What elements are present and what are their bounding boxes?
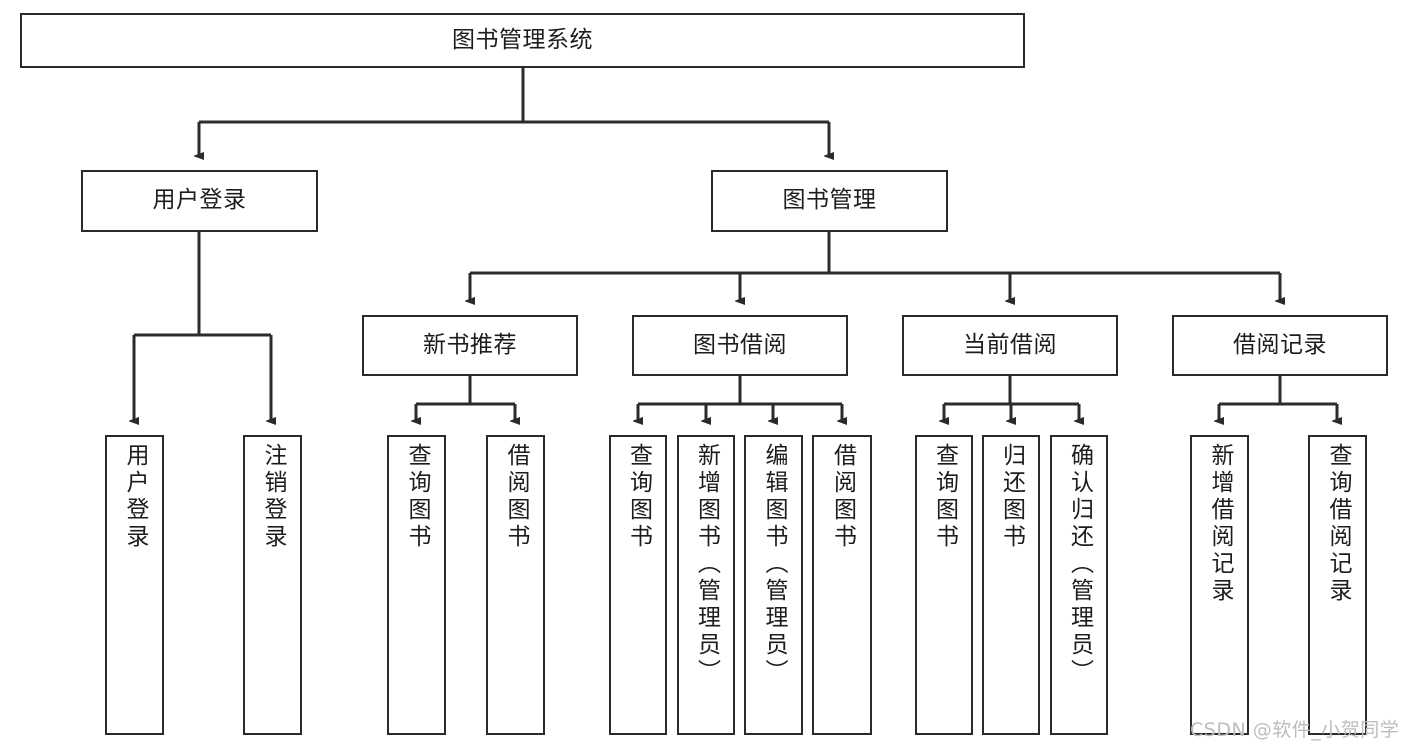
leaf-node-leaf-query-book-1[interactable]: 查询图书	[387, 435, 446, 735]
node-label: 查询图书	[404, 443, 430, 551]
root-node-root[interactable]: 图书管理系统	[20, 13, 1025, 68]
leaf-node-leaf-add-book-admin[interactable]: 新增图书（管理员）	[677, 435, 735, 735]
leaf-node-leaf-user-logout[interactable]: 注销登录	[243, 435, 302, 735]
leaf-node-leaf-confirm-return-admin[interactable]: 确认归还（管理员）	[1050, 435, 1108, 735]
node-label: 当前借阅	[963, 331, 1057, 358]
node-label: 新增借阅记录	[1207, 443, 1233, 605]
node-label: 图书管理	[782, 187, 877, 214]
leaf-node-leaf-edit-book-admin[interactable]: 编辑图书（管理员）	[744, 435, 803, 735]
node-label: 归还图书	[998, 443, 1025, 551]
node-label: 查询借阅记录	[1325, 443, 1351, 605]
leaf-node-leaf-add-borrow-record[interactable]: 新增借阅记录	[1190, 435, 1249, 735]
node-label: 查询图书	[625, 443, 652, 551]
leaf-node-leaf-query-borrow-record[interactable]: 查询借阅记录	[1308, 435, 1367, 735]
level3-node-new-book-recommend[interactable]: 新书推荐	[362, 315, 578, 376]
node-label: 借阅图书	[829, 443, 856, 551]
csdn-watermark: CSDN @软件_小贺同学	[1190, 719, 1400, 741]
level2-node-user-login[interactable]: 用户登录	[81, 170, 318, 232]
level3-node-book-borrow[interactable]: 图书借阅	[632, 315, 848, 376]
leaf-node-leaf-query-book-2[interactable]: 查询图书	[609, 435, 667, 735]
level2-node-book-manage[interactable]: 图书管理	[711, 170, 948, 232]
leaf-node-leaf-return-book[interactable]: 归还图书	[982, 435, 1040, 735]
leaf-node-leaf-user-login[interactable]: 用户登录	[105, 435, 164, 735]
leaf-node-leaf-borrow-book-1[interactable]: 借阅图书	[486, 435, 545, 735]
node-label: 图书管理系统	[452, 26, 593, 53]
node-label: 图书借阅	[693, 331, 787, 358]
node-label: 新书推荐	[423, 331, 517, 358]
node-label: 确认归还（管理员）	[1066, 443, 1093, 686]
leaf-node-leaf-query-book-3[interactable]: 查询图书	[915, 435, 973, 735]
node-label: 借阅记录	[1233, 331, 1327, 358]
node-label: 查询图书	[931, 443, 958, 551]
node-label: 编辑图书（管理员）	[761, 443, 787, 686]
node-label: 用户登录	[152, 187, 247, 214]
node-label: 借阅图书	[503, 443, 529, 551]
level3-node-current-borrow[interactable]: 当前借阅	[902, 315, 1118, 376]
leaf-node-leaf-borrow-book-2[interactable]: 借阅图书	[812, 435, 872, 735]
node-label: 新增图书（管理员）	[693, 443, 720, 686]
level3-node-borrow-record[interactable]: 借阅记录	[1172, 315, 1388, 376]
node-label: 用户登录	[122, 443, 148, 551]
node-label: 注销登录	[260, 443, 286, 551]
